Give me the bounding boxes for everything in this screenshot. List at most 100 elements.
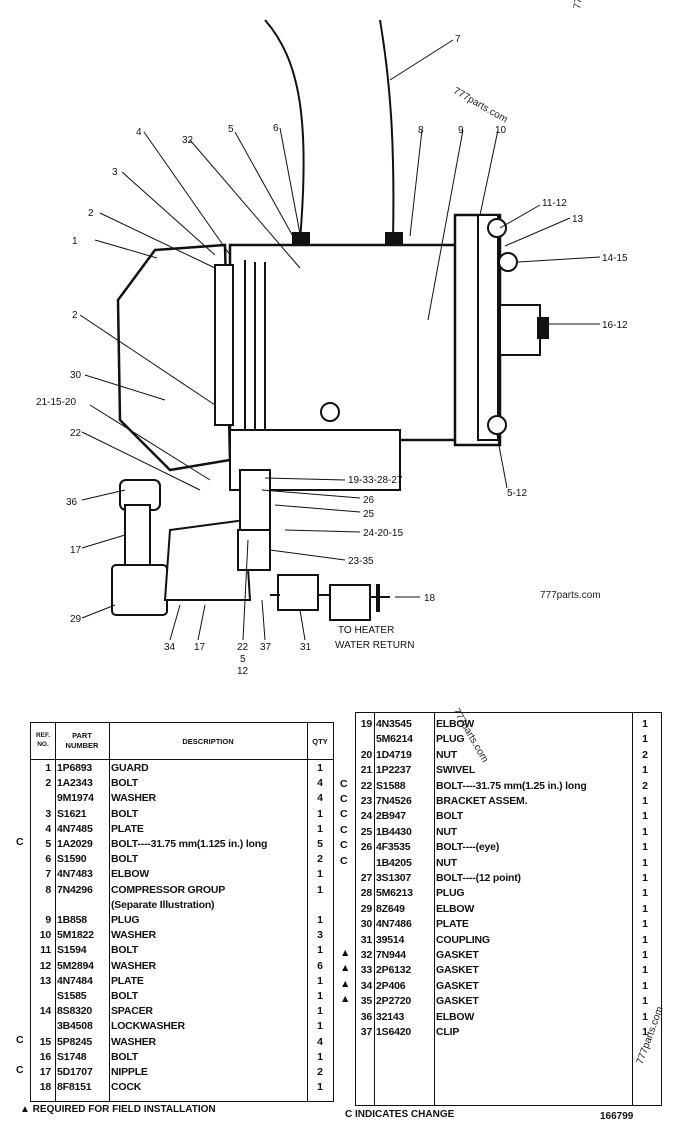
part-description: GUARD bbox=[111, 762, 149, 774]
part-description: BOLT bbox=[111, 777, 138, 790]
callout-6: 6 bbox=[273, 123, 279, 134]
ref-number: 35 bbox=[360, 995, 372, 1008]
quantity: 1 bbox=[642, 841, 648, 854]
quantity: 1 bbox=[642, 902, 648, 915]
ref-number: 15 bbox=[39, 1035, 51, 1048]
quantity: 1 bbox=[642, 733, 648, 746]
part-description: SPACER bbox=[111, 1005, 153, 1018]
quantity: 2 bbox=[317, 1066, 323, 1078]
quantity: 1 bbox=[642, 964, 648, 977]
part-description: WASHER bbox=[111, 792, 156, 805]
ref-number: 5 bbox=[45, 838, 51, 850]
part-number: 5M6213 bbox=[376, 887, 413, 900]
part-number: 5M1822 bbox=[57, 929, 94, 942]
quantity: 2 bbox=[642, 748, 648, 761]
change-flag: C bbox=[340, 823, 348, 836]
part-description: COMPRESSOR GROUP bbox=[111, 883, 226, 896]
cock-18 bbox=[329, 584, 371, 621]
part-number: 7N4296 bbox=[57, 883, 93, 896]
callout-4: 4 bbox=[136, 127, 142, 138]
ref-number: 19 bbox=[360, 718, 372, 730]
part-number: 1P2237 bbox=[376, 764, 412, 777]
part-description: BOLT bbox=[111, 1050, 138, 1063]
part-description: ELBOW bbox=[436, 902, 475, 915]
part-number: 4N7485 bbox=[57, 822, 93, 835]
callout-13: 13 bbox=[572, 214, 584, 225]
part-description: ELBOW bbox=[436, 1010, 475, 1023]
part-number: 5M6214 bbox=[376, 733, 413, 746]
quantity: 6 bbox=[317, 959, 323, 972]
quantity: 1 bbox=[317, 944, 323, 957]
guard-plate bbox=[214, 264, 234, 426]
ref-number: 3 bbox=[45, 807, 51, 820]
header-part-number: PART NUMBER bbox=[65, 731, 99, 750]
part-number: S1621 bbox=[57, 807, 87, 820]
quantity: 1 bbox=[642, 918, 648, 931]
quantity: 1 bbox=[317, 1005, 323, 1018]
quantity: 2 bbox=[642, 779, 648, 792]
part-number: 4N7484 bbox=[57, 974, 93, 987]
part-description: BOLT bbox=[111, 990, 138, 1002]
part-description: WASHER bbox=[111, 1035, 156, 1048]
quantity: 1 bbox=[642, 795, 648, 807]
quantity: 1 bbox=[642, 995, 648, 1008]
part-description: NIPPLE bbox=[111, 1066, 148, 1078]
footer-drawing-number: 166799 bbox=[600, 1111, 634, 1122]
footer-change-note: C INDICATES CHANGE bbox=[345, 1109, 455, 1120]
part-description: COUPLING bbox=[436, 933, 490, 946]
callout-11-12: 11-12 bbox=[542, 198, 567, 209]
part-number: 4N7483 bbox=[57, 868, 93, 881]
part-number: 1B4205 bbox=[376, 856, 412, 869]
change-flag: C bbox=[340, 854, 348, 867]
ref-number: 27 bbox=[360, 872, 372, 884]
callout-3: 3 bbox=[112, 167, 118, 178]
callout-23-35: 23-35 bbox=[348, 556, 374, 567]
ref-number: 25 bbox=[360, 825, 372, 838]
callout-30: 30 bbox=[70, 370, 82, 381]
callout-2: 2 bbox=[88, 208, 94, 219]
change-flag: ▲ bbox=[340, 947, 351, 959]
quantity: 1 bbox=[642, 949, 648, 961]
part-number: 8Z649 bbox=[376, 902, 405, 915]
part-description: ELBOW bbox=[111, 868, 150, 881]
quantity: 1 bbox=[642, 1026, 648, 1038]
part-description: NUT bbox=[436, 856, 457, 869]
part-description: BOLT bbox=[436, 810, 463, 823]
ref-number: 30 bbox=[360, 918, 372, 931]
ref-number: 22 bbox=[360, 779, 372, 792]
callout-29: 29 bbox=[70, 614, 82, 625]
part-description: SWIVEL bbox=[436, 764, 476, 777]
part-number: S1585 bbox=[57, 990, 87, 1002]
quantity: 1 bbox=[317, 762, 323, 774]
callout-22b: 22 bbox=[237, 642, 249, 653]
quantity: 3 bbox=[317, 929, 323, 942]
part-number: S1748 bbox=[57, 1050, 87, 1063]
callout-17b: 17 bbox=[194, 642, 206, 653]
quantity: 1 bbox=[642, 872, 648, 884]
callout-5b: 5 bbox=[240, 654, 246, 665]
quantity: 1 bbox=[317, 807, 323, 820]
change-flag: C bbox=[340, 793, 348, 805]
change-flag: ▲ bbox=[340, 993, 351, 1006]
quantity: 1 bbox=[642, 887, 648, 900]
callout-31: 31 bbox=[300, 642, 312, 653]
ref-number: 2 bbox=[45, 777, 51, 790]
ref-number: 18 bbox=[39, 1081, 51, 1094]
part-number: S1594 bbox=[57, 944, 87, 957]
ref-number: 4 bbox=[45, 822, 51, 835]
